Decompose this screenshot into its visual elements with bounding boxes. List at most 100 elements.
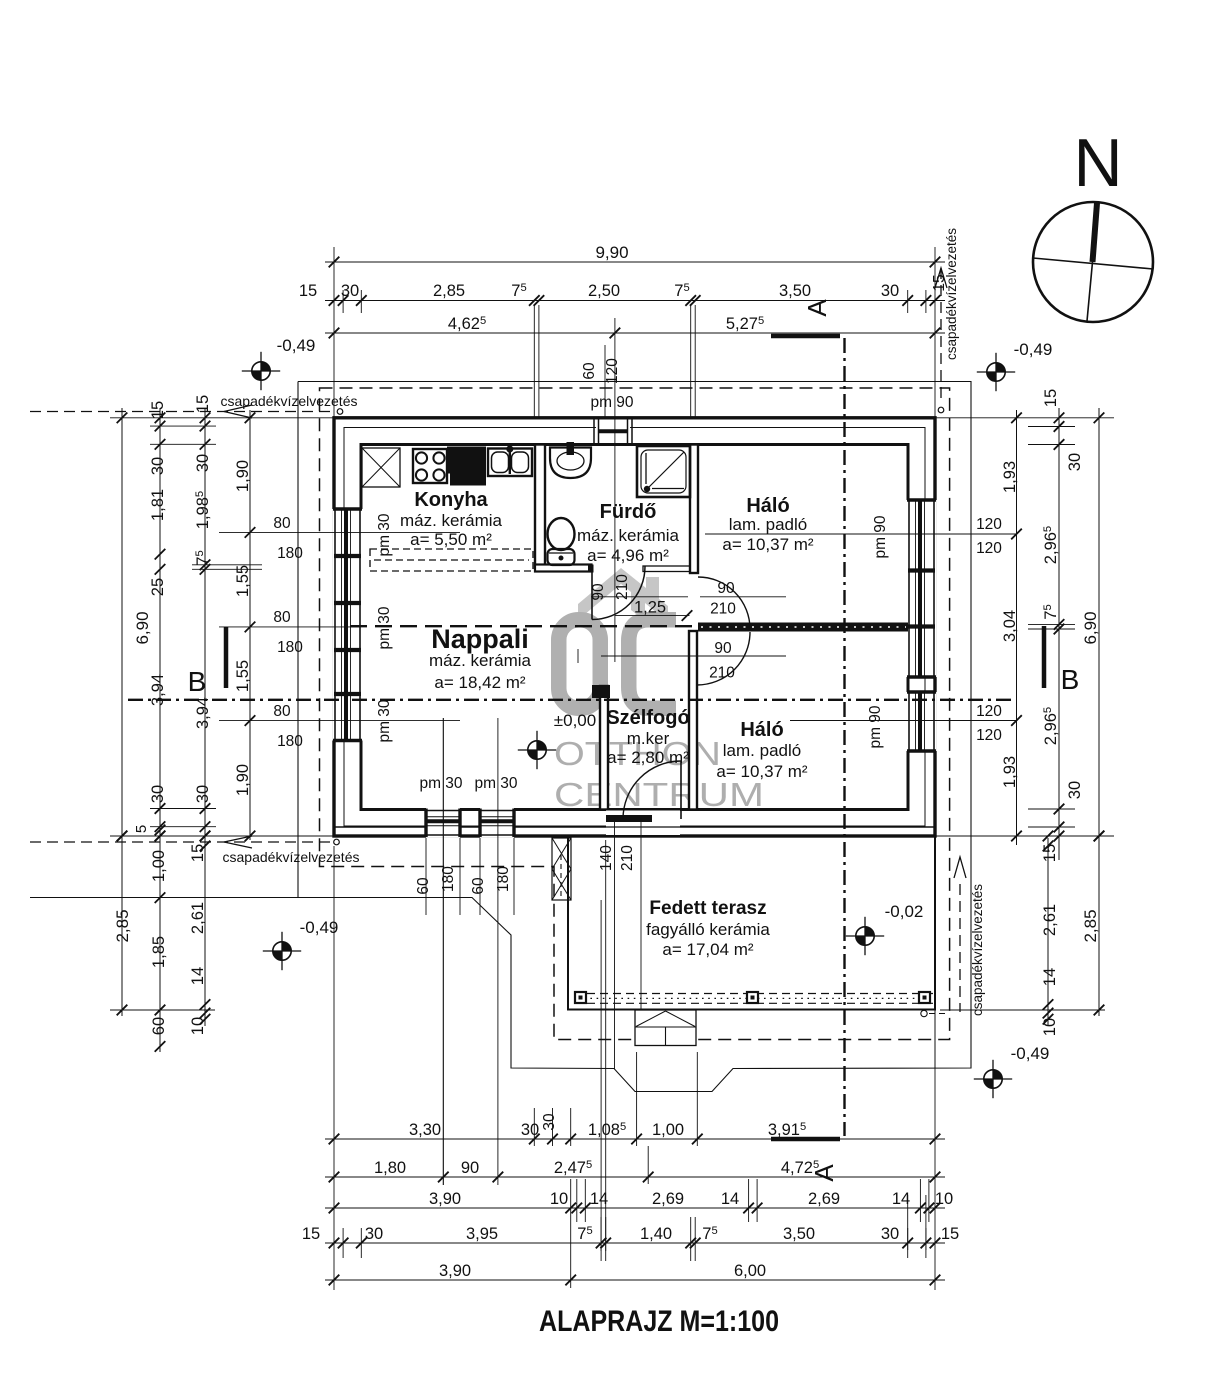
svg-text:30: 30 xyxy=(341,282,359,300)
svg-text:15: 15 xyxy=(189,844,207,862)
svg-text:pm 90: pm 90 xyxy=(590,394,633,411)
svg-text:pm 90: pm 90 xyxy=(872,515,889,558)
svg-text:14: 14 xyxy=(721,1190,739,1208)
svg-text:1,90: 1,90 xyxy=(234,460,252,492)
svg-text:60: 60 xyxy=(150,1017,168,1035)
svg-text:60: 60 xyxy=(470,877,487,895)
svg-text:210: 210 xyxy=(710,601,736,618)
svg-text:6,90: 6,90 xyxy=(1081,611,1100,644)
svg-text:15: 15 xyxy=(1041,844,1059,862)
svg-text:80: 80 xyxy=(273,609,291,626)
svg-text:15: 15 xyxy=(149,401,167,419)
svg-text:14: 14 xyxy=(189,967,207,985)
svg-text:120: 120 xyxy=(976,516,1002,533)
svg-text:-0,49: -0,49 xyxy=(277,336,316,355)
svg-text:Konyha: Konyha xyxy=(414,489,488,511)
svg-text:80: 80 xyxy=(273,515,291,532)
svg-text:lam. padló: lam. padló xyxy=(723,741,801,760)
svg-text:1,55: 1,55 xyxy=(234,565,252,597)
svg-text:15: 15 xyxy=(1042,389,1060,407)
svg-text:Háló: Háló xyxy=(740,719,783,741)
svg-text:1,93: 1,93 xyxy=(1001,461,1019,493)
svg-text:210: 210 xyxy=(619,845,636,871)
svg-text:-0,02: -0,02 xyxy=(885,902,924,921)
svg-text:30: 30 xyxy=(194,785,212,803)
svg-text:10: 10 xyxy=(1041,1018,1059,1036)
svg-text:CENTRUM: CENTRUM xyxy=(554,776,764,813)
svg-text:30: 30 xyxy=(365,1225,383,1243)
svg-text:9,90: 9,90 xyxy=(595,243,628,262)
svg-text:14: 14 xyxy=(892,1190,910,1208)
svg-text:pm 30: pm 30 xyxy=(376,699,393,742)
svg-text:máz. kerámia: máz. kerámia xyxy=(429,651,532,670)
svg-text:10: 10 xyxy=(189,1017,207,1035)
svg-text:a= 18,42 m²: a= 18,42 m² xyxy=(434,673,526,692)
svg-text:4,625: 4,625 xyxy=(448,315,486,333)
svg-text:1,40: 1,40 xyxy=(640,1225,672,1243)
svg-text:180: 180 xyxy=(440,866,457,892)
svg-text:14: 14 xyxy=(1041,968,1059,986)
svg-text:fagyálló kerámia: fagyálló kerámia xyxy=(646,920,770,939)
svg-text:1,81: 1,81 xyxy=(149,489,167,521)
svg-text:1,00: 1,00 xyxy=(652,1121,684,1139)
svg-text:máz. kerámia: máz. kerámia xyxy=(400,511,503,530)
svg-text:15: 15 xyxy=(931,274,948,291)
svg-text:csapadékvízelvezetés: csapadékvízelvezetés xyxy=(970,884,985,1016)
svg-text:3,50: 3,50 xyxy=(779,282,811,300)
svg-text:±0,00: ±0,00 xyxy=(554,711,596,730)
svg-text:csapadékvízelvezetés: csapadékvízelvezetés xyxy=(221,393,358,409)
svg-text:a= 2,80 m²: a= 2,80 m² xyxy=(607,748,689,767)
svg-text:A: A xyxy=(802,299,832,317)
svg-text:pm 90: pm 90 xyxy=(867,705,884,748)
svg-text:3,04: 3,04 xyxy=(1001,610,1019,642)
svg-text:3,30: 3,30 xyxy=(409,1121,441,1139)
svg-text:15: 15 xyxy=(302,1225,320,1243)
svg-text:2,965: 2,965 xyxy=(1042,707,1060,745)
svg-text:30: 30 xyxy=(194,454,212,472)
svg-text:B: B xyxy=(188,666,207,697)
svg-text:1,085: 1,085 xyxy=(588,1121,626,1139)
svg-text:10: 10 xyxy=(935,1190,953,1208)
svg-text:180: 180 xyxy=(277,639,303,656)
svg-text:ALAPRAJZ M=1:100: ALAPRAJZ M=1:100 xyxy=(539,1305,779,1338)
svg-text:15: 15 xyxy=(941,1225,959,1243)
svg-text:csapadékvízelvezetés: csapadékvízelvezetés xyxy=(223,849,360,865)
svg-text:a= 4,96 m²: a= 4,96 m² xyxy=(587,546,669,565)
svg-text:m.ker: m.ker xyxy=(627,729,670,748)
svg-text:15: 15 xyxy=(299,282,317,300)
svg-text:1,55: 1,55 xyxy=(234,660,252,692)
svg-text:2,50: 2,50 xyxy=(588,282,620,300)
svg-text:90: 90 xyxy=(590,583,607,601)
svg-text:15: 15 xyxy=(194,395,212,413)
svg-text:2,69: 2,69 xyxy=(808,1190,840,1208)
svg-text:210: 210 xyxy=(709,665,735,682)
svg-text:Fedett terasz: Fedett terasz xyxy=(649,898,766,919)
svg-text:30: 30 xyxy=(149,785,167,803)
svg-text:-0,49: -0,49 xyxy=(300,918,339,937)
svg-text:3,90: 3,90 xyxy=(429,1190,461,1208)
svg-text:3,95: 3,95 xyxy=(466,1225,498,1243)
svg-text:2,61: 2,61 xyxy=(189,902,207,934)
svg-text:5,275: 5,275 xyxy=(726,315,764,333)
svg-text:1,90: 1,90 xyxy=(234,764,252,796)
svg-text:pm 30: pm 30 xyxy=(474,775,517,792)
svg-text:3,94: 3,94 xyxy=(149,674,167,706)
svg-text:pm 30: pm 30 xyxy=(376,606,393,649)
svg-text:60: 60 xyxy=(581,362,598,380)
svg-text:2,69: 2,69 xyxy=(652,1190,684,1208)
svg-text:6,00: 6,00 xyxy=(734,1262,766,1280)
svg-text:pm 30: pm 30 xyxy=(419,775,462,792)
svg-text:90: 90 xyxy=(717,580,735,597)
svg-text:60: 60 xyxy=(415,877,432,895)
svg-text:3,94: 3,94 xyxy=(194,697,212,729)
svg-text:Nappali: Nappali xyxy=(431,624,529,654)
svg-text:-0,49: -0,49 xyxy=(1014,340,1053,359)
svg-text:2,85: 2,85 xyxy=(1081,909,1100,942)
svg-text:140: 140 xyxy=(598,845,615,871)
svg-text:120: 120 xyxy=(604,358,621,384)
svg-text:1,25: 1,25 xyxy=(634,599,666,617)
svg-text:10: 10 xyxy=(550,1190,568,1208)
svg-text:120: 120 xyxy=(976,703,1002,720)
svg-text:30: 30 xyxy=(881,282,899,300)
svg-text:2,85: 2,85 xyxy=(433,282,465,300)
